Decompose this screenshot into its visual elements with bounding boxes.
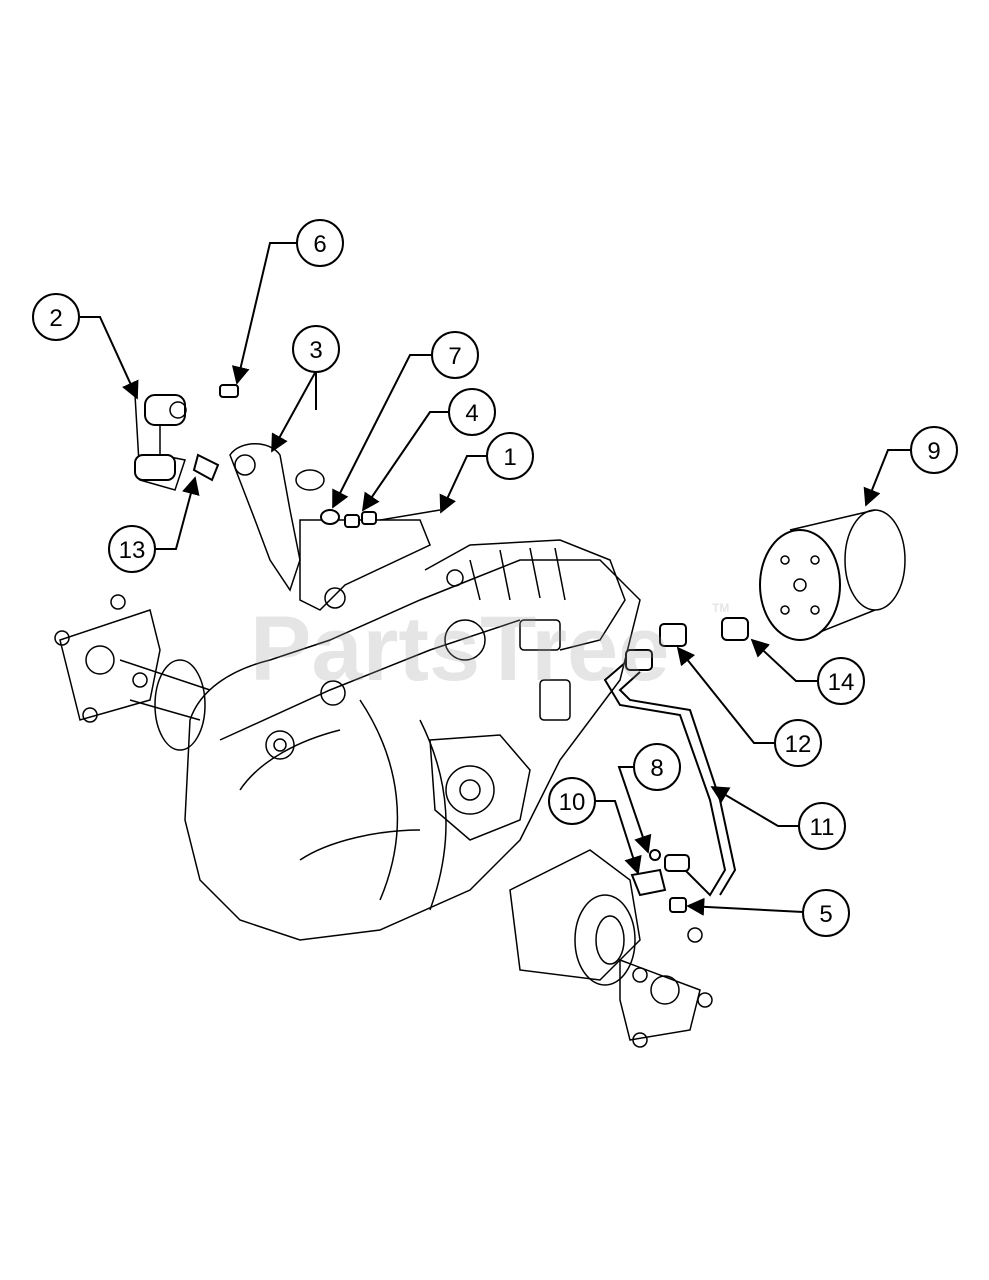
nut-part bbox=[344, 511, 377, 528]
callout-3: 3 bbox=[292, 325, 340, 373]
callout-9-label: 9 bbox=[927, 438, 940, 465]
callout-12-label: 12 bbox=[785, 731, 812, 758]
callout-11-label: 11 bbox=[810, 814, 835, 841]
callout-1-label: 1 bbox=[503, 444, 516, 471]
bracket-10-part bbox=[630, 868, 667, 897]
hose-assembly-part bbox=[603, 623, 737, 897]
callout-5: 5 bbox=[802, 889, 850, 937]
callout-12: 12 bbox=[774, 719, 822, 767]
callout-9: 9 bbox=[910, 426, 958, 474]
control-plate-part bbox=[299, 509, 441, 611]
callout-10: 10 bbox=[548, 777, 596, 825]
callout-1: 1 bbox=[486, 432, 534, 480]
callout-11: 11 bbox=[798, 802, 846, 850]
callout-4: 4 bbox=[448, 388, 496, 436]
callout-4-label: 4 bbox=[465, 400, 478, 427]
callout-6: 6 bbox=[296, 219, 344, 267]
callout-13: 13 bbox=[108, 525, 156, 573]
oil-filter-part bbox=[759, 509, 906, 641]
clip-part bbox=[320, 509, 340, 525]
callout-8: 8 bbox=[633, 743, 681, 791]
callout-10-label: 10 bbox=[559, 789, 586, 816]
callout-14: 14 bbox=[817, 657, 865, 705]
nipple-part bbox=[721, 617, 749, 641]
callout-2-label: 2 bbox=[49, 305, 62, 332]
callout-7: 7 bbox=[431, 331, 479, 379]
screw-part bbox=[219, 384, 239, 398]
callout-3-label: 3 bbox=[309, 337, 322, 364]
callout-13-label: 13 bbox=[119, 537, 146, 564]
watermark: PartsTree TM bbox=[250, 598, 729, 700]
callout-14-label: 14 bbox=[828, 669, 855, 696]
watermark-tm: TM bbox=[712, 601, 729, 615]
callout-6-label: 6 bbox=[313, 231, 326, 258]
callout-2: 2 bbox=[32, 293, 80, 341]
fitting-5-part bbox=[669, 897, 687, 913]
nut-8-part bbox=[649, 849, 661, 861]
screw-13-part bbox=[192, 453, 220, 482]
watermark-text: PartsTree bbox=[250, 598, 669, 700]
linkage-lever-part bbox=[229, 443, 325, 592]
callout-8-label: 8 bbox=[650, 755, 663, 782]
callout-5-label: 5 bbox=[819, 901, 832, 928]
bracket-part bbox=[134, 394, 187, 491]
transaxle-assembly bbox=[54, 539, 713, 1048]
leader-lines bbox=[79, 242, 911, 916]
callout-7-label: 7 bbox=[448, 343, 461, 370]
